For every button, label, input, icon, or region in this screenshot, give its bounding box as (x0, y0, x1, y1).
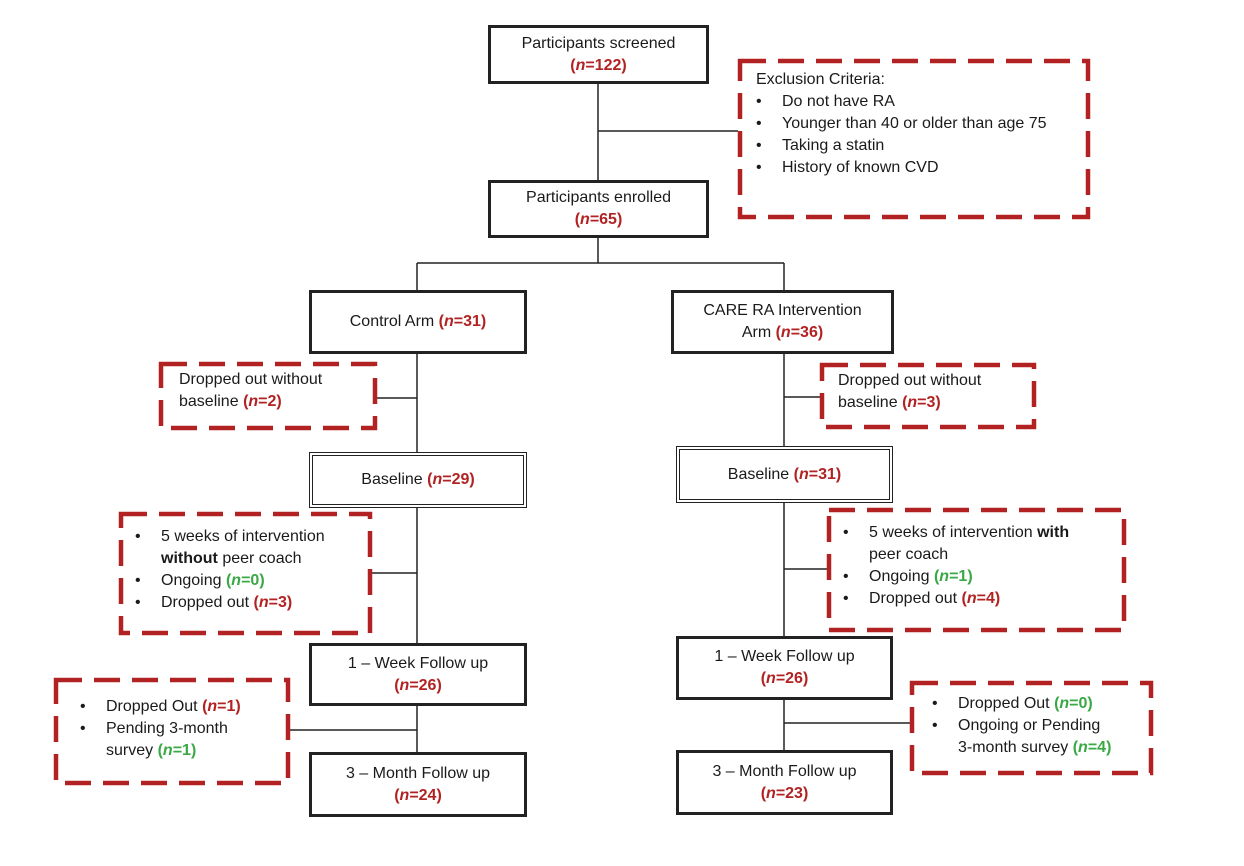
intervention-phase-item: Dropped out (n=4) (843, 588, 1118, 610)
intervention-dropout-line2: baseline (n=3) (838, 394, 941, 411)
intervention-dropout-box: Dropped out without baseline (n=3) (819, 362, 1037, 430)
intervention-week-count: (n=26) (760, 670, 809, 687)
enrolled-label: Participants enrolled (526, 189, 671, 206)
exclusion-item: Taking a statin (756, 135, 1080, 157)
intervention-baseline-label: Baseline (n=31) (727, 465, 842, 483)
intervention-month-box: 3 – Month Follow up (n=23) (676, 750, 893, 815)
exclusion-item: Younger than 40 or older than age 75 (756, 113, 1080, 135)
intervention-phase-item: Ongoing (n=1) (843, 566, 1118, 588)
exclusion-criteria-box: Exclusion Criteria: Do not have RA Young… (737, 58, 1091, 220)
intervention-baseline-box: Baseline (n=31) (676, 446, 893, 503)
control-week-label: 1 – Week Follow up (347, 654, 489, 672)
control-arm-box: Control Arm (n=31) (309, 290, 527, 354)
enrolled-box: Participants enrolled (n=65) (488, 180, 709, 238)
intervention-followup-list: Dropped Out (n=0) Ongoing or Pending3-mo… (924, 693, 1145, 759)
intervention-week-box: 1 – Week Follow up (n=26) (676, 636, 893, 700)
intervention-dropout-line1: Dropped out without (838, 372, 982, 389)
exclusion-item: Do not have RA (756, 91, 1080, 113)
enrolled-count: (n=65) (574, 211, 623, 228)
intervention-week-label: 1 – Week Follow up (714, 648, 855, 665)
dashed-frame (826, 507, 1127, 633)
control-dropout-line2: baseline (n=2) (179, 393, 282, 410)
dashed-frame (909, 680, 1154, 776)
screened-box: Participants screened (n=122) (488, 25, 709, 84)
intervention-month-count: (n=23) (760, 784, 809, 802)
dashed-frame (158, 361, 378, 431)
intervention-followup-note-box: Dropped Out (n=0) Ongoing or Pending3-mo… (909, 680, 1154, 776)
control-month-label: 3 – Month Follow up (345, 764, 491, 782)
control-month-count: (n=24) (394, 786, 442, 804)
intervention-arm-box: CARE RA Intervention Arm (n=36) (671, 290, 894, 354)
intervention-month-label: 3 – Month Follow up (712, 762, 857, 780)
dashed-frame (819, 362, 1037, 430)
control-week-box: 1 – Week Follow up (n=26) (309, 643, 527, 706)
exclusion-title: Exclusion Criteria: (756, 71, 885, 88)
dashed-frame (118, 511, 373, 636)
control-arm-label: Control Arm (n=31) (349, 313, 487, 330)
control-phase-item: Dropped out (n=3) (135, 592, 364, 614)
control-followup-item: Dropped Out (n=1) (80, 696, 282, 718)
control-month-box: 3 – Month Follow up (n=24) (309, 752, 527, 817)
intervention-arm-label: CARE RA Intervention (703, 302, 862, 319)
control-week-count: (n=26) (394, 676, 442, 694)
control-dropout-line1: Dropped out without (179, 371, 323, 388)
control-baseline-label: Baseline (n=29) (361, 471, 475, 488)
screened-label: Participants screened (521, 34, 676, 52)
exclusion-list: Do not have RA Younger than 40 or older … (754, 91, 1080, 179)
screened-count: (n=122) (570, 56, 627, 74)
control-dropout-box: Dropped out without baseline (n=2) (158, 361, 378, 431)
control-phase-item: Ongoing (n=0) (135, 570, 364, 592)
dashed-frame (53, 677, 291, 786)
control-followup-note-box: Dropped Out (n=1) Pending 3-monthsurvey … (53, 677, 291, 786)
control-followup-list: Dropped Out (n=1) Pending 3-monthsurvey … (68, 696, 282, 762)
dashed-frame (737, 58, 1091, 220)
control-baseline-box: Baseline (n=29) (309, 452, 527, 508)
intervention-arm-label-2: Arm (n=36) (741, 324, 824, 341)
intervention-followup-item: Dropped Out (n=0) (932, 693, 1145, 715)
exclusion-item: History of known CVD (756, 157, 1080, 179)
